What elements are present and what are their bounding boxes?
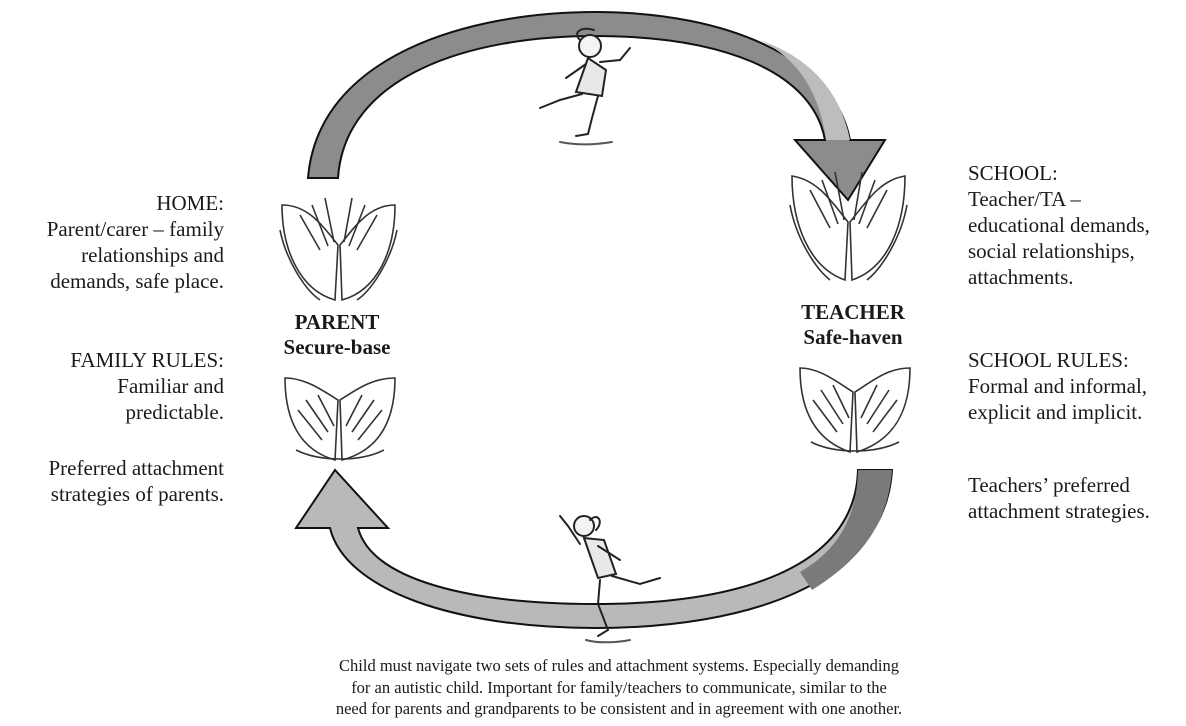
parent-closed-hands-icon: [284, 377, 396, 462]
parent-preferred-line: Preferred attachment: [48, 456, 225, 480]
running-child-top-icon: [539, 27, 631, 146]
arrow-to-home: [294, 468, 894, 630]
running-child-bottom-icon: [559, 515, 661, 644]
caption-line: need for parents and grandparents to be …: [335, 699, 903, 718]
school-line: attachments.: [968, 265, 1074, 289]
caption-line: Child must navigate two sets of rules an…: [339, 656, 899, 675]
school-heading: SCHOOL:: [968, 161, 1058, 185]
caption: Child must navigate two sets of rules an…: [200, 655, 1038, 720]
arrow-to-school: [306, 10, 887, 202]
teacher-label: TEACHER Safe-haven: [778, 300, 928, 350]
arrow-to-school-highlight: [760, 40, 850, 140]
school-rules-heading: SCHOOL RULES:: [968, 348, 1129, 372]
school-line: educational demands,: [968, 213, 1150, 237]
family-rules-block: FAMILY RULES: Familiar and predictable.: [0, 347, 224, 425]
school-block: SCHOOL: Teacher/TA – educational demands…: [968, 160, 1186, 290]
teacher-preferred-line: Teachers’ preferred: [968, 473, 1130, 497]
caption-line: for an autistic child. Important for fam…: [351, 677, 887, 697]
parent-title: PARENT: [294, 310, 380, 334]
school-rules-line: Formal and informal,: [968, 374, 1148, 398]
school-line: social relationships,: [968, 239, 1135, 263]
home-block: HOME: Parent/carer – family relationship…: [0, 190, 224, 294]
home-heading: HOME:: [156, 191, 224, 215]
home-line: relationships and: [81, 243, 224, 267]
parent-preferred-block: Preferred attachment strategies of paren…: [0, 455, 225, 507]
school-rules-block: SCHOOL RULES: Formal and informal, expli…: [968, 347, 1186, 425]
teacher-preferred-block: Teachers’ preferred attachment strategie…: [968, 472, 1186, 524]
teacher-subtitle: Safe-haven: [803, 325, 903, 349]
teacher-open-hands-icon: [789, 171, 908, 282]
parent-label: PARENT Secure-base: [262, 310, 412, 360]
home-line: demands, safe place.: [50, 269, 224, 293]
teacher-preferred-line: attachment strategies.: [968, 499, 1150, 523]
parent-preferred-line: strategies of parents.: [50, 482, 224, 506]
teacher-closed-hands-icon: [799, 367, 911, 454]
teacher-title: TEACHER: [801, 300, 905, 324]
arrow-to-home-shade: [800, 470, 892, 590]
family-rules-line: predictable.: [125, 400, 224, 424]
family-rules-heading: FAMILY RULES:: [70, 348, 224, 372]
parent-open-hands-icon: [279, 197, 398, 302]
school-rules-line: explicit and implicit.: [968, 400, 1143, 424]
family-rules-line: Familiar and: [117, 374, 224, 398]
school-line: Teacher/TA –: [968, 187, 1081, 211]
home-line: Parent/carer – family: [46, 217, 224, 241]
parent-subtitle: Secure-base: [283, 335, 391, 359]
